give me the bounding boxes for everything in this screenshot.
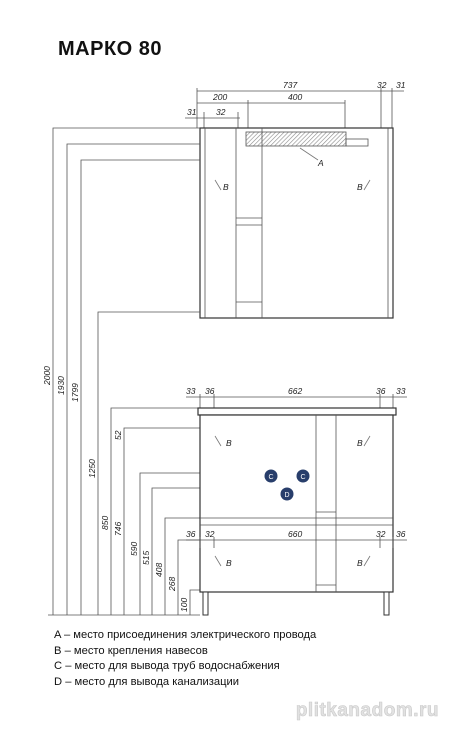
diagram-title: МАРКО 80 — [58, 38, 163, 60]
marker-b-mid-right: B — [357, 438, 363, 448]
vertical-dimension-labels: 2000 1930 1799 1250 850 746 590 515 408 … — [42, 366, 189, 612]
dim-737: 737 — [283, 80, 297, 90]
dim-660: 660 — [288, 529, 302, 539]
legend-item-c: C – место для вывода труб водоснабжения — [54, 660, 280, 672]
dim-52: 52 — [113, 430, 123, 440]
legend-item-b: B – место крепления навесов — [54, 644, 208, 657]
dim-left-31: 31 — [187, 107, 197, 117]
marker-d: D — [280, 487, 294, 501]
dim-100: 100 — [179, 598, 189, 612]
legend-item-a: A – место присоединения электрического п… — [54, 629, 317, 641]
dim-low-32-right: 32 — [376, 529, 386, 539]
dim-mid-33-left: 33 — [186, 386, 196, 396]
dim-268: 268 — [167, 577, 177, 592]
upper-cabinet — [199, 127, 394, 319]
marker-c-left: C — [264, 469, 278, 483]
vertical-dimension-lines — [48, 127, 275, 616]
dim-408: 408 — [154, 563, 164, 577]
dim-mid-36-right: 36 — [376, 386, 386, 396]
lower-cabinet — [197, 407, 397, 616]
marker-c-right-letter: C — [300, 474, 305, 481]
marker-c-right: C — [296, 469, 310, 483]
legend: A – место присоединения электрического п… — [54, 628, 316, 690]
marker-d-letter: D — [284, 492, 289, 499]
dim-2000: 2000 — [42, 366, 52, 386]
marker-a-label: A — [317, 158, 324, 168]
low-dimension-lines — [186, 537, 407, 548]
dim-850: 850 — [100, 516, 110, 530]
top-dimension-lines — [185, 88, 404, 128]
marker-b-mid-left: B — [226, 438, 232, 448]
marker-b-upper-right: B — [357, 182, 363, 192]
dim-low-32-left: 32 — [205, 529, 215, 539]
dim-590: 590 — [129, 542, 139, 556]
marker-b-low-left: B — [226, 558, 232, 568]
dim-low-36-left: 36 — [186, 529, 196, 539]
dim-1250: 1250 — [87, 459, 97, 478]
dim-662: 662 — [288, 386, 302, 396]
marker-c-left-letter: C — [268, 474, 273, 481]
dim-low-36-right: 36 — [396, 529, 406, 539]
dim-top-31: 31 — [396, 80, 406, 90]
dim-1930: 1930 — [56, 376, 66, 395]
watermark: plitkanadom.ru — [295, 700, 439, 722]
dim-200: 200 — [212, 92, 227, 102]
dim-mid-36-left: 36 — [205, 386, 215, 396]
marker-b-low-right: B — [357, 558, 363, 568]
dim-1799: 1799 — [70, 383, 80, 402]
dim-400: 400 — [288, 92, 302, 102]
dim-top-32: 32 — [377, 80, 387, 90]
dim-746: 746 — [113, 522, 123, 536]
marker-b-upper-left: B — [223, 182, 229, 192]
dim-mid-33-right: 33 — [396, 386, 406, 396]
dim-515: 515 — [141, 551, 151, 565]
dim-left-32: 32 — [216, 107, 226, 117]
legend-item-d: D – место для вывода канализации — [54, 675, 240, 688]
